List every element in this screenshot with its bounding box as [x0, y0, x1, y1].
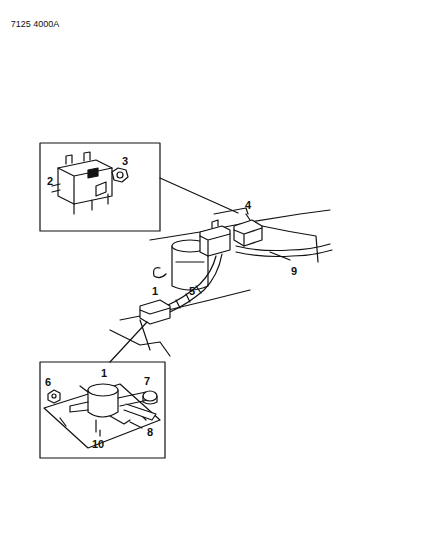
- inset-leader: [160, 178, 238, 213]
- figure-code: 7125 4000A: [11, 20, 60, 29]
- valve-body: [70, 384, 156, 432]
- leader: [130, 422, 142, 428]
- nut: [112, 168, 128, 182]
- callout-number: 1: [152, 286, 158, 297]
- switch-4: [234, 214, 262, 246]
- callout-number: 8: [147, 427, 153, 438]
- callout-number: 9: [291, 266, 297, 277]
- fender-outline: [110, 208, 330, 356]
- grommet-7: [143, 391, 157, 404]
- clamp: [154, 268, 166, 278]
- callout-number: 2: [47, 176, 53, 187]
- callout-number: 10: [92, 439, 104, 450]
- callout-number: 7: [144, 376, 150, 387]
- callout-number: 6: [45, 377, 51, 388]
- leader: [99, 430, 100, 436]
- inset-frame: [40, 143, 160, 231]
- callout-number: 1: [101, 368, 107, 379]
- callout-number: 3: [122, 156, 128, 167]
- inset-leader: [110, 322, 147, 362]
- nut-6: [48, 390, 60, 403]
- callout-number: 4: [245, 200, 251, 211]
- harness-9: [236, 226, 332, 262]
- valve-1: [140, 300, 170, 324]
- inset-frame: [40, 362, 165, 458]
- relay-module: [52, 152, 112, 214]
- hose-5: [166, 254, 222, 312]
- leader: [80, 386, 88, 392]
- vacuum-solenoid: [200, 220, 230, 256]
- callout-number: 5: [189, 286, 195, 297]
